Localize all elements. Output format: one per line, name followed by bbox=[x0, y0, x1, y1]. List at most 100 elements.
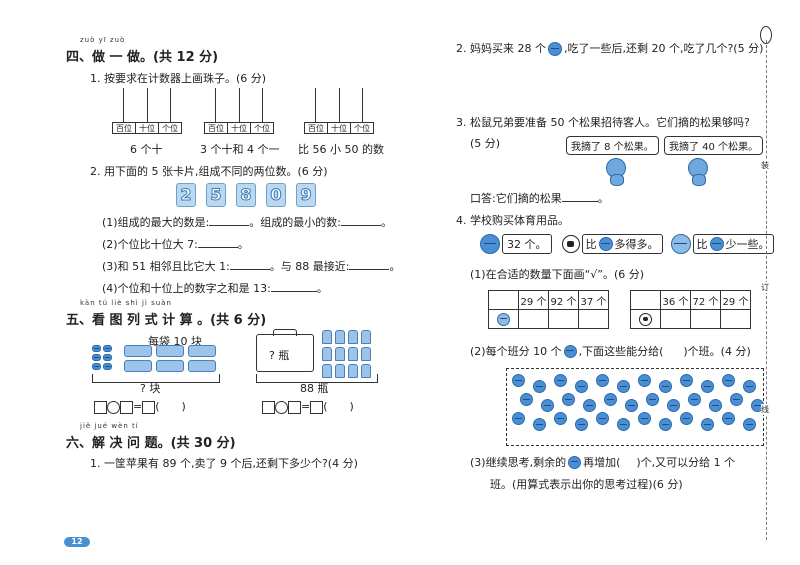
equation-2: =( ) bbox=[262, 398, 354, 414]
sec6-title: 六、解 决 问 题。(共 30 分) bbox=[66, 436, 236, 451]
ball-icon bbox=[547, 42, 562, 56]
answer-box[interactable] bbox=[262, 400, 275, 414]
sec4-pinyin: zuò yī zuò bbox=[80, 36, 126, 44]
answer-box[interactable] bbox=[94, 400, 107, 414]
r-q4-sub2: (2)每个班分 10 个,下面这些能分给()个班。(4 分) bbox=[470, 344, 751, 358]
compare-label-2: 比少一些。 bbox=[692, 234, 774, 254]
answer-blank[interactable] bbox=[270, 291, 317, 292]
biscuit-bags-icon bbox=[124, 345, 216, 372]
answer-box[interactable] bbox=[288, 400, 301, 414]
basketball-icon bbox=[688, 393, 701, 406]
brace bbox=[92, 374, 220, 383]
q2-line-2: (2)个位比十位大 7:。 bbox=[102, 238, 249, 251]
q2-line-4: (4)个位和十位上的数字之和是 13:。 bbox=[102, 282, 328, 295]
digit-card-0: 0 bbox=[266, 183, 286, 207]
check-cell[interactable] bbox=[660, 309, 691, 329]
abacus-2[interactable]: 百位十位个位 bbox=[204, 88, 274, 136]
basketball-icon bbox=[596, 374, 609, 387]
sec4-title: 四、做 一 做。(共 12 分) bbox=[66, 50, 219, 65]
basketball-icon bbox=[625, 399, 638, 412]
q2-line-1: (1)组成的最大的数是:。组成的最小的数:。 bbox=[102, 216, 393, 229]
speech-bubble-1: 我摘了 8 个松果。 bbox=[566, 136, 659, 155]
basketball-icon bbox=[709, 399, 722, 412]
basketball-icon bbox=[722, 374, 735, 387]
r-q4-sub1: (1)在合适的数量下面画“√”。(6 分) bbox=[470, 268, 645, 281]
basketball-icon bbox=[743, 418, 756, 431]
biscuit-icon bbox=[92, 345, 112, 371]
abacus-label-tens: 十位 bbox=[136, 123, 159, 133]
soccer-ball-icon bbox=[639, 312, 652, 326]
basketball-icon bbox=[554, 374, 567, 387]
digit-card-5: 5 bbox=[206, 183, 226, 207]
answer-box[interactable] bbox=[120, 400, 133, 414]
table-cell: 37 个 bbox=[578, 290, 609, 310]
sec6-q1: 1. 一筐苹果有 89 个,卖了 9 个后,还剩下多少个?(4 分) bbox=[90, 457, 358, 470]
abacus-1[interactable]: 百位十位个位 bbox=[112, 88, 182, 136]
volleyball-icon bbox=[497, 312, 510, 326]
basketball-icon bbox=[533, 418, 546, 431]
sec5-title: 五、看 图 列 式 计 算 。(共 6 分) bbox=[66, 313, 267, 328]
q2-text: 2. 用下面的 5 张卡片,组成不同的两位数。(6 分) bbox=[90, 165, 328, 178]
table-cell: 29 个 bbox=[720, 290, 751, 310]
answer-blank[interactable] bbox=[197, 247, 238, 248]
equation-1: =( ) bbox=[94, 398, 186, 414]
check-cell[interactable] bbox=[548, 309, 579, 329]
operator-circle[interactable] bbox=[275, 400, 288, 414]
r-q3-answer: 口答:它们摘的松果。 bbox=[470, 192, 609, 205]
total-unknown: ? 块 bbox=[140, 382, 161, 395]
check-cell[interactable] bbox=[578, 309, 609, 329]
basketball-icon bbox=[638, 412, 651, 425]
basketball-icon bbox=[646, 393, 659, 406]
r-q3-line2: (5 分) bbox=[470, 137, 501, 150]
answer-box[interactable] bbox=[310, 400, 324, 414]
digit-card-8: 8 bbox=[236, 183, 256, 207]
basketball-icon bbox=[512, 412, 525, 425]
answer-blank[interactable] bbox=[341, 225, 382, 226]
box-label: ? 瓶 bbox=[269, 349, 290, 362]
page-number: 12 bbox=[64, 537, 90, 547]
check-cell[interactable] bbox=[690, 309, 721, 329]
answer-blank[interactable] bbox=[209, 225, 250, 226]
abacus-3[interactable]: 百位十位个位 bbox=[304, 88, 374, 136]
abacus-label-hundreds: 百位 bbox=[113, 123, 136, 133]
basketball-icon bbox=[638, 374, 651, 387]
digit-card-2: 2 bbox=[176, 183, 196, 207]
table-cell: 36 个 bbox=[660, 290, 691, 310]
basketball-icon bbox=[533, 380, 546, 393]
abacus-caption-1: 6 个十 bbox=[130, 143, 163, 156]
basketball-icon bbox=[722, 412, 735, 425]
basketball-icon bbox=[701, 418, 714, 431]
basketball-icon bbox=[730, 393, 743, 406]
compare-label-1: 比多得多。 bbox=[581, 234, 663, 254]
basketball-icon bbox=[604, 393, 617, 406]
answer-blank[interactable] bbox=[561, 201, 598, 202]
basketball-icon bbox=[512, 374, 525, 387]
basketball-icon bbox=[541, 399, 554, 412]
basketball-icon bbox=[659, 380, 672, 393]
abacus-label-tens: 十位 bbox=[228, 123, 251, 133]
abacus-caption-2: 3 个十和 4 个一 bbox=[200, 143, 280, 156]
sec5-pinyin: kàn tú liè shì jì suàn bbox=[80, 299, 172, 307]
table-cell: 29 个 bbox=[518, 290, 549, 310]
answer-box[interactable] bbox=[142, 400, 156, 414]
answer-blank[interactable] bbox=[349, 269, 390, 270]
basketball-icon bbox=[617, 380, 630, 393]
basketball-icon bbox=[568, 455, 582, 469]
operator-circle[interactable] bbox=[107, 400, 120, 414]
speech-bubble-2: 我摘了 40 个松果。 bbox=[664, 136, 764, 155]
basketball-icon bbox=[659, 418, 672, 431]
check-cell[interactable] bbox=[720, 309, 751, 329]
r-q4-compare: 32 个。 比多得多。 比少一些。 bbox=[480, 234, 774, 254]
binding-hole-icon bbox=[760, 26, 772, 44]
q1-text: 1. 按要求在计数器上画珠子。(6 分) bbox=[90, 72, 267, 85]
check-cell[interactable] bbox=[518, 309, 549, 329]
basketball-icon bbox=[520, 393, 533, 406]
abacus-label-tens: 十位 bbox=[328, 123, 351, 133]
table-cell: 92 个 bbox=[548, 290, 579, 310]
basketball-icon bbox=[701, 380, 714, 393]
abacus-label-ones: 个位 bbox=[254, 124, 270, 133]
basketball-icon bbox=[667, 399, 680, 412]
answer-blank[interactable] bbox=[229, 269, 270, 270]
volleyball-icon bbox=[670, 234, 691, 254]
